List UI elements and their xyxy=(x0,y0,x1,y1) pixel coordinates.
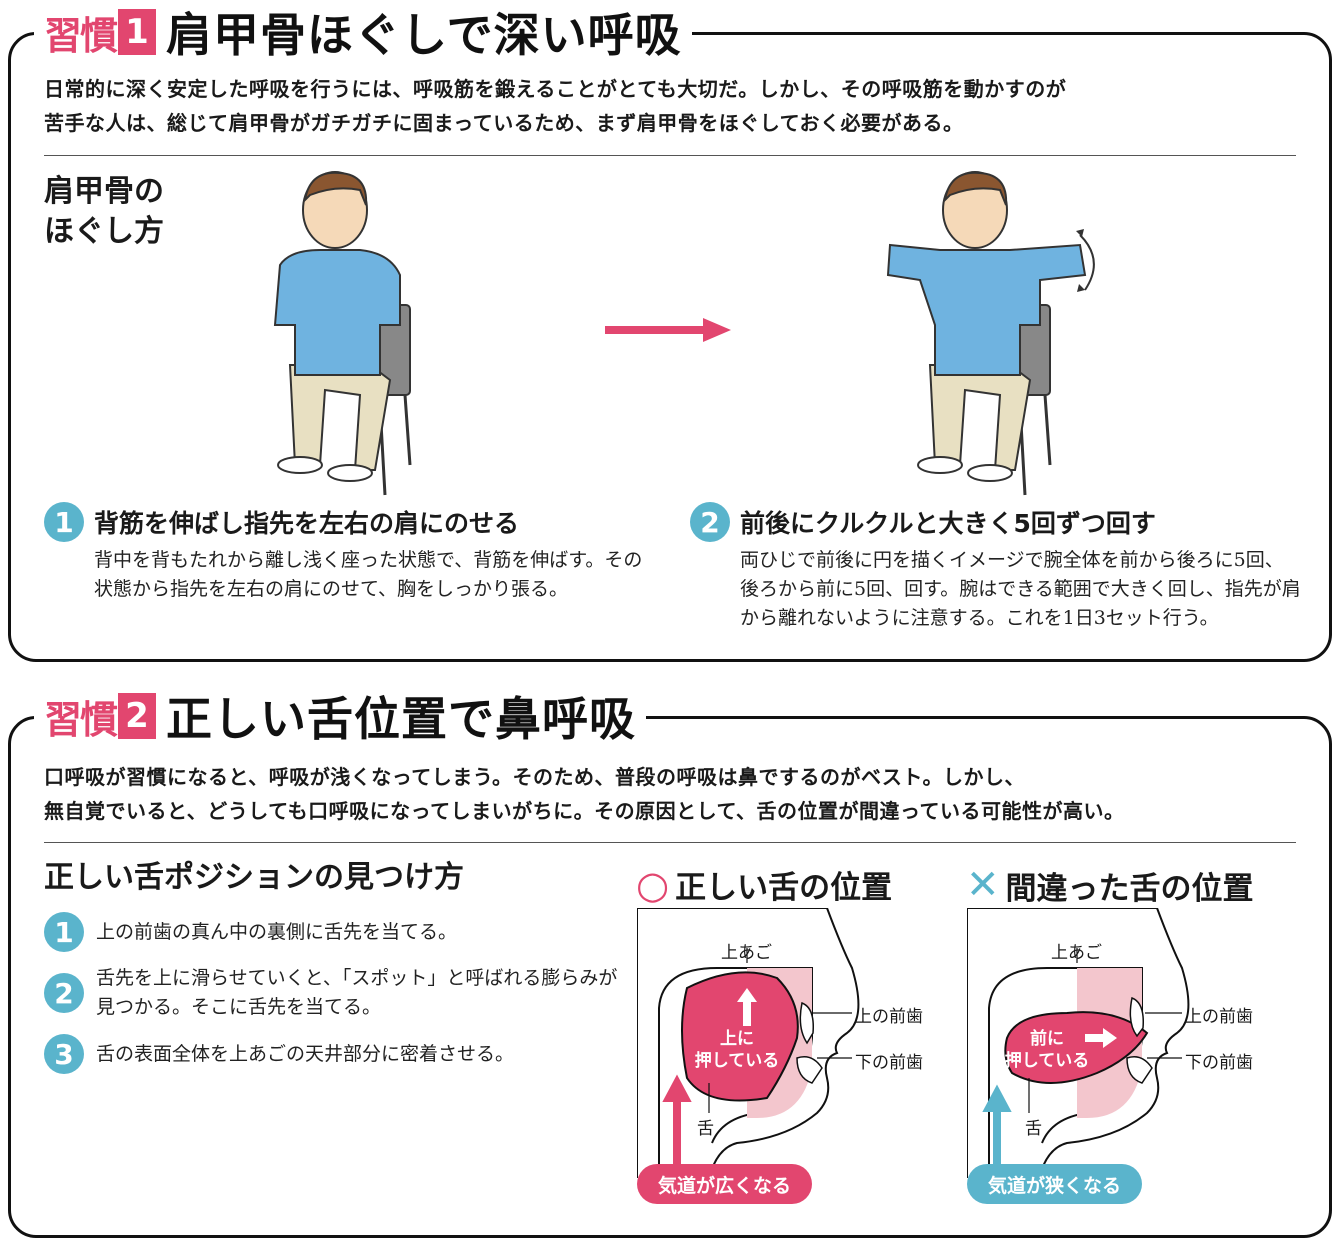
step-body-line: 両ひじで前後に円を描くイメージで腕全体を前から後ろに5回、 xyxy=(740,549,1284,571)
upper-teeth-label: 上の前歯 xyxy=(855,1007,923,1027)
correct-tongue-diagram: 上あご 上の前歯 下の前歯 舌 上に 押している xyxy=(637,908,947,1208)
habit-number: 1 xyxy=(118,9,157,55)
habit2-step-3: 3 舌の表面全体を上あごの天井部分に密着させる。 xyxy=(44,1034,514,1074)
habit2-step-2: 2 舌先を上に滑らせていくと、「スポット」と呼ばれる膨らみが 見つかる。そこに舌… xyxy=(44,964,617,1022)
step-title: 背筋を伸ばし指先を左右の肩にのせる xyxy=(94,509,520,538)
palate-label: 上あご xyxy=(1051,943,1102,963)
diagram-title: 正しい舌の位置 xyxy=(675,870,893,906)
lower-teeth-label: 下の前歯 xyxy=(855,1053,923,1073)
push-label-line: 上に xyxy=(720,1029,754,1049)
push-label-line: 押している xyxy=(1004,1051,1090,1071)
habit-number: 2 xyxy=(118,693,157,739)
wrong-title: ✕ 間違った舌の位置 xyxy=(966,862,1254,908)
push-label-line: 押している xyxy=(694,1051,780,1071)
correct-title: ○ 正しい舌の位置 xyxy=(636,862,892,907)
push-label: 上に 押している xyxy=(687,1028,787,1072)
tongue-label: 舌 xyxy=(697,1119,714,1139)
step-body-line: から離れないように注意する。これを1日3セット行う。 xyxy=(740,607,1219,629)
divider xyxy=(44,155,1296,156)
habit2-step-1: 1 上の前歯の真ん中の裏側に舌先を当てる。 xyxy=(44,912,457,952)
seated-man-illustration-1 xyxy=(273,171,412,496)
habit-label: 習慣 xyxy=(44,697,118,742)
push-label-line: 前に xyxy=(1030,1029,1064,1049)
method-title-line: 肩甲骨の xyxy=(44,174,164,209)
step-body-line: 背中を背もたれから離し浅く座った状態で、背筋を伸ばす。その xyxy=(94,549,643,571)
step-number-badge: 1 xyxy=(44,912,84,952)
lead-line: 日常的に深く安定した呼吸を行うには、呼吸筋を鍛えることがとても大切だ。しかし、そ… xyxy=(44,77,1067,101)
habit1-step-1: 1 背筋を伸ばし指先を左右の肩にのせる 背中を背もたれから離し浅く座った状態で、… xyxy=(44,502,664,604)
habit1-step-2: 2 前後にクルクルと大きく5回ずつ回す 両ひじで前後に円を描くイメージで腕全体を… xyxy=(690,502,1320,633)
habit2-panel xyxy=(8,716,1332,1238)
habit-label: 習慣 xyxy=(44,13,118,58)
step-body-line: 舌先を上に滑らせていくと、「スポット」と呼ばれる膨らみが xyxy=(96,967,618,989)
wrong-tongue-diagram: 上あご 上の前歯 下の前歯 舌 前に 押している xyxy=(967,908,1277,1208)
step-body: 上の前歯の真ん中の裏側に舌先を当てる。 xyxy=(96,920,458,943)
step-number-badge: 2 xyxy=(44,973,84,1013)
method-title: 肩甲骨の ほぐし方 xyxy=(44,172,164,252)
habit1-title: 習慣 1 肩甲骨ほぐしで深い呼吸 xyxy=(34,2,692,62)
diagram-title: 間違った舌の位置 xyxy=(1005,870,1254,907)
habit-title: 肩甲骨ほぐしで深い呼吸 xyxy=(166,8,682,62)
step-title: 前後にクルクルと大きく5回ずつ回す xyxy=(740,509,1156,538)
circle-mark-icon: ○ xyxy=(636,862,670,907)
step-number-badge: 3 xyxy=(44,1034,84,1074)
step-body-line: 状態から指先を左右の肩にのせて、胸をしっかり張る。 xyxy=(94,578,569,600)
lead-line: 苦手な人は、総じて肩甲骨がガチガチに固まっているため、まず肩甲骨をほぐしておく必… xyxy=(44,111,964,135)
lower-teeth-label: 下の前歯 xyxy=(1185,1053,1253,1073)
lead-line: 口呼吸が習慣になると、呼吸が浅くなってしまう。そのため、普段の呼吸は鼻でするのが… xyxy=(44,765,1025,789)
mouth-cross-section-correct xyxy=(637,908,860,1179)
step-body-line: 後ろから前に5回、回す。腕はできる範囲で大きく回し、指先が肩 xyxy=(740,578,1301,600)
tongue-label: 舌 xyxy=(1025,1119,1042,1139)
seated-man-illustration-2 xyxy=(886,171,1095,496)
next-arrow xyxy=(605,318,731,342)
airway-narrow-badge: 気道が狭くなる xyxy=(967,1164,1142,1204)
push-label: 前に 押している xyxy=(997,1028,1097,1072)
habit2-lead: 口呼吸が習慣になると、呼吸が浅くなってしまう。そのため、普段の呼吸は鼻でするのが… xyxy=(44,760,1125,828)
step-body: 舌の表面全体を上あごの天井部分に密着させる。 xyxy=(96,1042,515,1065)
lead-line: 無自覚でいると、どうしても口呼吸になってしまいがちに。その原因として、舌の位置が… xyxy=(44,799,1125,823)
habit1-lead: 日常的に深く安定した呼吸を行うには、呼吸筋を鍛えることがとても大切だ。しかし、そ… xyxy=(44,72,1066,140)
upper-teeth-label: 上の前歯 xyxy=(1185,1007,1253,1027)
palate-label: 上あご xyxy=(721,943,772,963)
method-title: 正しい舌ポジションの見つけ方 xyxy=(44,860,464,895)
cross-mark-icon: ✕ xyxy=(966,862,1000,908)
method-title-line: ほぐし方 xyxy=(44,214,164,249)
step-body-line: 見つかる。そこに舌先を当てる。 xyxy=(96,996,382,1018)
step-number-badge: 1 xyxy=(44,502,84,542)
habit-title: 正しい舌位置で鼻呼吸 xyxy=(166,692,637,746)
habit2-title: 習慣 2 正しい舌位置で鼻呼吸 xyxy=(34,686,647,746)
airway-wide-badge: 気道が広くなる xyxy=(637,1164,812,1204)
divider xyxy=(44,842,1296,843)
step-number-badge: 2 xyxy=(690,502,730,542)
